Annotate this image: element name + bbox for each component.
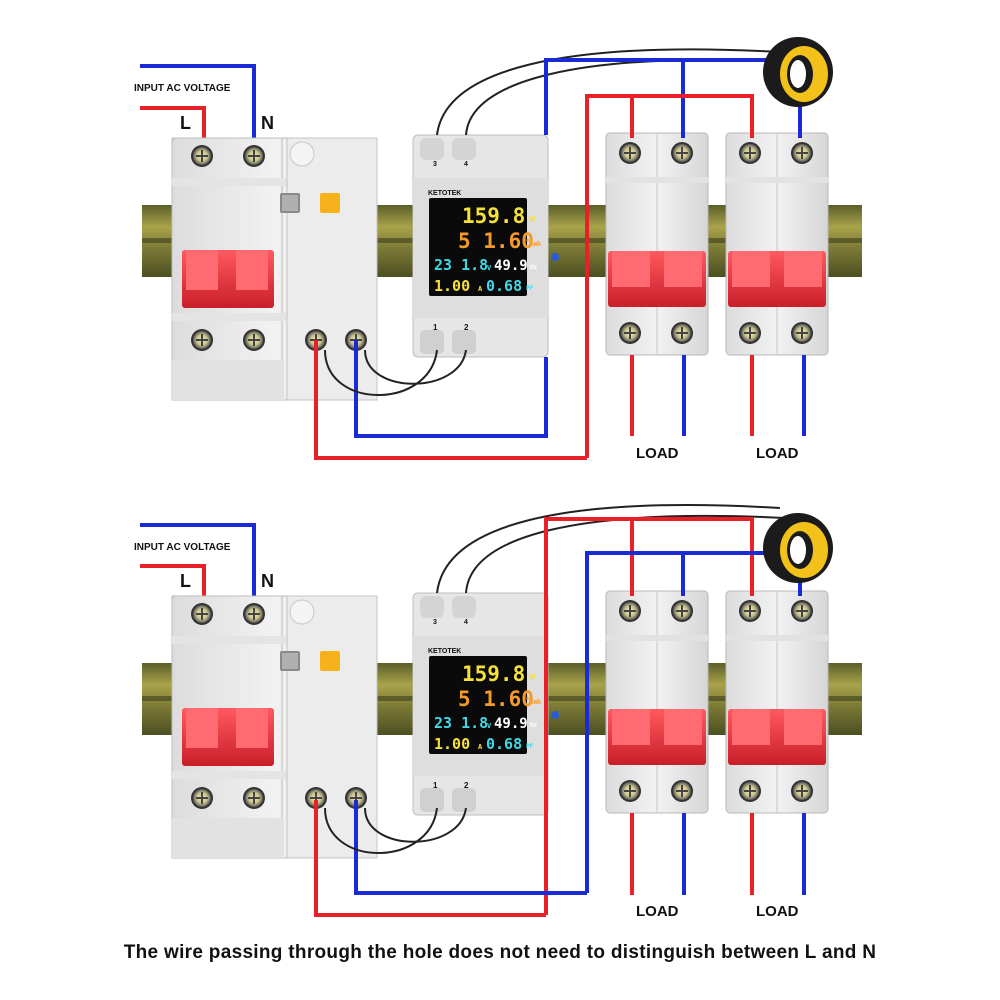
- input-voltage-label: INPUT AC VOLTAGE: [134, 542, 231, 553]
- meter-voltage-value: 23 1.8: [434, 714, 488, 732]
- current-transformer-ring: [763, 37, 833, 107]
- neutral-label: N: [261, 113, 274, 133]
- breaker-to-meter-blue: [354, 800, 587, 895]
- meter-terminal-2: 2: [464, 323, 469, 332]
- meter-brand: KETOTEK: [428, 648, 461, 655]
- current-transformer-ring: [763, 513, 833, 583]
- meter-display: [429, 198, 527, 296]
- branch-breaker-2: [726, 591, 828, 813]
- meter-supply-wire-2: [364, 807, 467, 843]
- main-rcbo-breaker: [172, 596, 377, 858]
- meter-pf-unit: PF: [526, 285, 534, 292]
- meter-terminal-3: 3: [433, 161, 437, 168]
- panel-bottom: KETOTEK 3 4 1 2 159.8 W 5 1.60 kWh 23 1.…: [134, 504, 862, 920]
- branch-breaker-1: [606, 591, 708, 813]
- meter-power-unit: W: [530, 673, 535, 682]
- branch-breaker-2: [726, 133, 828, 355]
- branch-breaker-1: [606, 133, 708, 355]
- meter-brand: KETOTEK: [428, 190, 461, 197]
- meter-terminal-1: 1: [433, 781, 438, 790]
- meter-pf-unit: PF: [526, 743, 534, 750]
- line-distribution-wire: [544, 517, 754, 915]
- meter-supply-wire-2: [364, 349, 467, 385]
- meter-supply-wire-1: [324, 807, 438, 854]
- meter-pf-value: 0.68: [486, 735, 522, 753]
- meter-button[interactable]: [551, 253, 559, 261]
- meter-power-unit: W: [530, 215, 535, 224]
- input-voltage-label: INPUT AC VOLTAGE: [134, 83, 231, 94]
- meter-terminal-3: 3: [433, 619, 437, 626]
- load-label-1: LOAD: [636, 903, 679, 920]
- meter-supply-wire-1: [324, 349, 438, 396]
- meter-terminal-1: 1: [433, 323, 438, 332]
- breaker-to-meter-red: [314, 800, 546, 917]
- meter-frequency-unit: Hz: [530, 722, 538, 729]
- ct-signal-wire-1: [436, 48, 781, 136]
- breaker-to-meter-red: [314, 340, 587, 460]
- power-meter: [412, 134, 559, 358]
- meter-current-value: 1.00: [434, 735, 470, 753]
- meter-energy-value: 5 1.60: [458, 687, 534, 711]
- panel-top: KETOTEK 3 4 1 2 159.8 W 5 1.60 kWh 23 1.…: [134, 37, 862, 462]
- meter-voltage-unit: V: [487, 264, 492, 272]
- meter-terminal-2: 2: [464, 781, 469, 790]
- load-label-2: LOAD: [756, 903, 799, 920]
- meter-power-value: 159.8: [462, 662, 525, 686]
- breaker-to-meter-blue: [354, 340, 548, 438]
- ct-signal-wire-1: [436, 504, 781, 594]
- meter-power-value: 159.8: [462, 204, 525, 228]
- meter-frequency-value: 49.9: [494, 716, 528, 732]
- meter-terminal-4: 4: [464, 619, 468, 626]
- meter-current-unit: A: [478, 743, 483, 751]
- input-neutral-wire: [140, 64, 256, 155]
- meter-terminal-4: 4: [464, 161, 468, 168]
- load-label-1: LOAD: [636, 445, 679, 462]
- meter-energy-unit: kWh: [530, 699, 541, 706]
- meter-voltage-value: 23 1.8: [434, 256, 488, 274]
- meter-voltage-unit: V: [487, 722, 492, 730]
- meter-button[interactable]: [551, 711, 559, 719]
- power-meter: [412, 592, 559, 816]
- meter-frequency-value: 49.9: [494, 258, 528, 274]
- line-label: L: [180, 571, 191, 591]
- caption-text: The wire passing through the hole does n…: [123, 942, 877, 963]
- line-label: L: [180, 113, 191, 133]
- meter-current-value: 1.00: [434, 277, 470, 295]
- meter-frequency-unit: Hz: [530, 264, 538, 271]
- meter-energy-unit: kWh: [530, 241, 541, 248]
- meter-energy-value: 5 1.60: [458, 229, 534, 253]
- neutral-label: N: [261, 571, 274, 591]
- load-label-2: LOAD: [756, 445, 799, 462]
- meter-pf-value: 0.68: [486, 277, 522, 295]
- neutral-distribution-wire: [544, 58, 802, 138]
- input-neutral-wire: [140, 523, 256, 613]
- line-distribution-wire: [585, 94, 754, 458]
- meter-current-unit: A: [478, 285, 483, 293]
- ct-signal-wire-2: [465, 514, 786, 594]
- meter-display: [429, 656, 527, 754]
- main-rcbo-breaker: [172, 138, 377, 400]
